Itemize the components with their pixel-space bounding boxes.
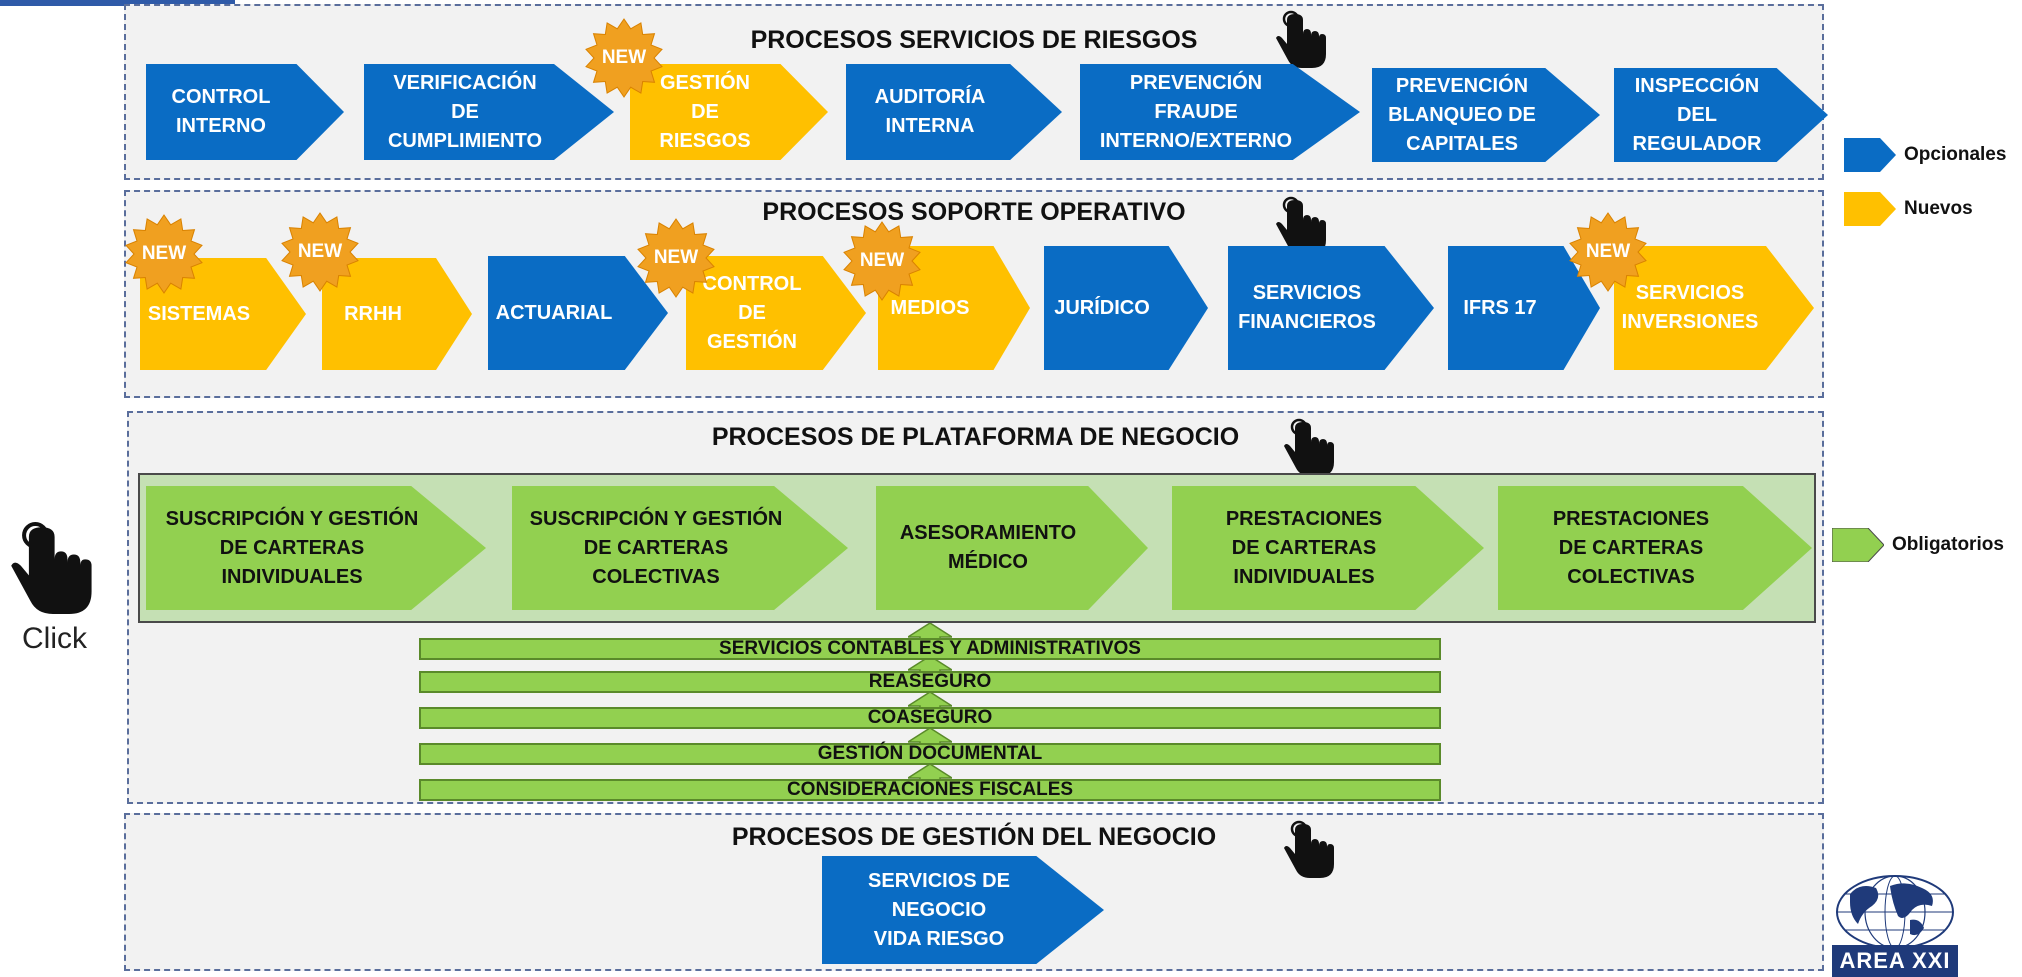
process-servicios-inversiones[interactable]: SERVICIOS INVERSIONES <box>1614 246 1814 370</box>
process-auditoria-interna[interactable]: AUDITORÍA INTERNA <box>846 64 1062 160</box>
starburst-shape <box>281 212 359 292</box>
starburst-shape <box>1569 212 1647 292</box>
process-suscripcion-colectivas[interactable]: SUSCRIPCIÓN Y GESTIÓN DE CARTERAS COLECT… <box>512 486 848 610</box>
logo-text: AREA XXI <box>1832 945 1958 977</box>
process-actuarial[interactable]: ACTUARIAL <box>488 256 668 370</box>
process-prevencion-fraude[interactable]: PREVENCIÓN FRAUDE INTERNO/EXTERNO <box>1080 64 1360 160</box>
process-inspeccion-regulador[interactable]: INSPECCIÓN DEL REGULADOR <box>1614 68 1828 162</box>
new-badge-icon: NEW <box>636 218 716 298</box>
process-prestaciones-individuales[interactable]: PRESTACIONES DE CARTERAS INDIVIDUALES <box>1172 486 1484 610</box>
new-badge-icon: NEW <box>584 18 664 98</box>
section-title: PROCESOS DE GESTIÓN DEL NEGOCIO <box>731 823 1217 851</box>
legend-yellow-arrow-icon <box>1844 192 1896 226</box>
process-gestion-riesgos[interactable]: GESTIÓN DE RIESGOS <box>630 64 828 160</box>
starburst-shape <box>585 18 663 98</box>
starburst-shape <box>125 214 203 294</box>
process-prestaciones-colectivas[interactable]: PRESTACIONES DE CARTERAS COLECTIVAS <box>1498 486 1812 610</box>
process-suscripcion-individuales[interactable]: SUSCRIPCIÓN Y GESTIÓN DE CARTERAS INDIVI… <box>146 486 486 610</box>
hand-glyph <box>1276 10 1326 68</box>
process-control-interno[interactable]: CONTROL INTERNO <box>146 64 344 160</box>
new-badge-icon: NEW <box>842 221 922 301</box>
process-prevencion-blanqueo[interactable]: PREVENCIÓN BLANQUEO DE CAPITALES <box>1372 68 1600 162</box>
process-juridico[interactable]: JURÍDICO <box>1044 246 1208 370</box>
new-badge-icon: NEW <box>1568 212 1648 292</box>
legend-obligatorios: Obligatorios <box>1832 528 2004 562</box>
process-verificacion-cumplimiento[interactable]: VERIFICACIÓN DE CUMPLIMIENTO <box>364 64 614 160</box>
support-bar-reaseguro[interactable]: REASEGURO <box>419 671 1441 693</box>
hand-pointer-icon[interactable] <box>1274 196 1330 256</box>
support-bar-coaseguro[interactable]: COASEGURO <box>419 707 1441 729</box>
process-servicios-financieros[interactable]: SERVICIOS FINANCIEROS <box>1228 246 1434 370</box>
globe-icon <box>1836 875 1954 949</box>
process-servicios-negocio-vida-riesgo[interactable]: SERVICIOS DE NEGOCIO VIDA RIESGO <box>822 856 1104 964</box>
new-badge-icon: NEW <box>124 214 204 294</box>
new-badge-icon: NEW <box>280 212 360 292</box>
process-ifrs-17[interactable]: IFRS 17 <box>1448 246 1600 370</box>
process-control-gestion[interactable]: CONTROL DE GESTIÓN <box>686 256 866 370</box>
legend-nuevos: Nuevos <box>1844 192 1973 226</box>
process-rrhh[interactable]: RRHH <box>322 258 472 370</box>
hand-glyph <box>1284 820 1334 878</box>
section-title: PROCESOS SOPORTE OPERATIVO <box>762 198 1186 226</box>
legend-opcionales: Opcionales <box>1844 138 2006 172</box>
section-title: PROCESOS DE PLATAFORMA DE NEGOCIO <box>711 423 1240 451</box>
support-bar-consideraciones-fiscales[interactable]: CONSIDERACIONES FISCALES <box>419 779 1441 801</box>
hand-glyph <box>1276 196 1326 254</box>
support-bar-gestion-documental[interactable]: GESTIÓN DOCUMENTAL <box>419 743 1441 765</box>
starburst-shape <box>843 221 921 301</box>
section-title: PROCESOS SERVICIOS DE RIESGOS <box>750 26 1198 54</box>
process-asesoramiento-medico[interactable]: ASESORAMIENTO MÉDICO <box>876 486 1148 610</box>
click-label[interactable]: Click <box>22 622 87 655</box>
hand-pointer-icon[interactable] <box>1274 10 1330 70</box>
top-accent-bar <box>0 0 235 6</box>
area-xxi-logo: AREA XXI <box>1832 872 1958 977</box>
legend-green-arrow-icon <box>1832 528 1884 562</box>
starburst-shape <box>637 218 715 298</box>
legend-blue-arrow-icon <box>1844 138 1896 172</box>
hand-glyph <box>11 521 92 614</box>
hand-pointer-icon[interactable] <box>1282 820 1338 880</box>
support-bar-servicios-contables[interactable]: SERVICIOS CONTABLES Y ADMINISTRATIVOS <box>419 638 1441 660</box>
hand-pointer-icon[interactable] <box>1282 418 1338 478</box>
click-hand-icon[interactable] <box>8 520 98 618</box>
hand-glyph <box>1284 418 1334 476</box>
